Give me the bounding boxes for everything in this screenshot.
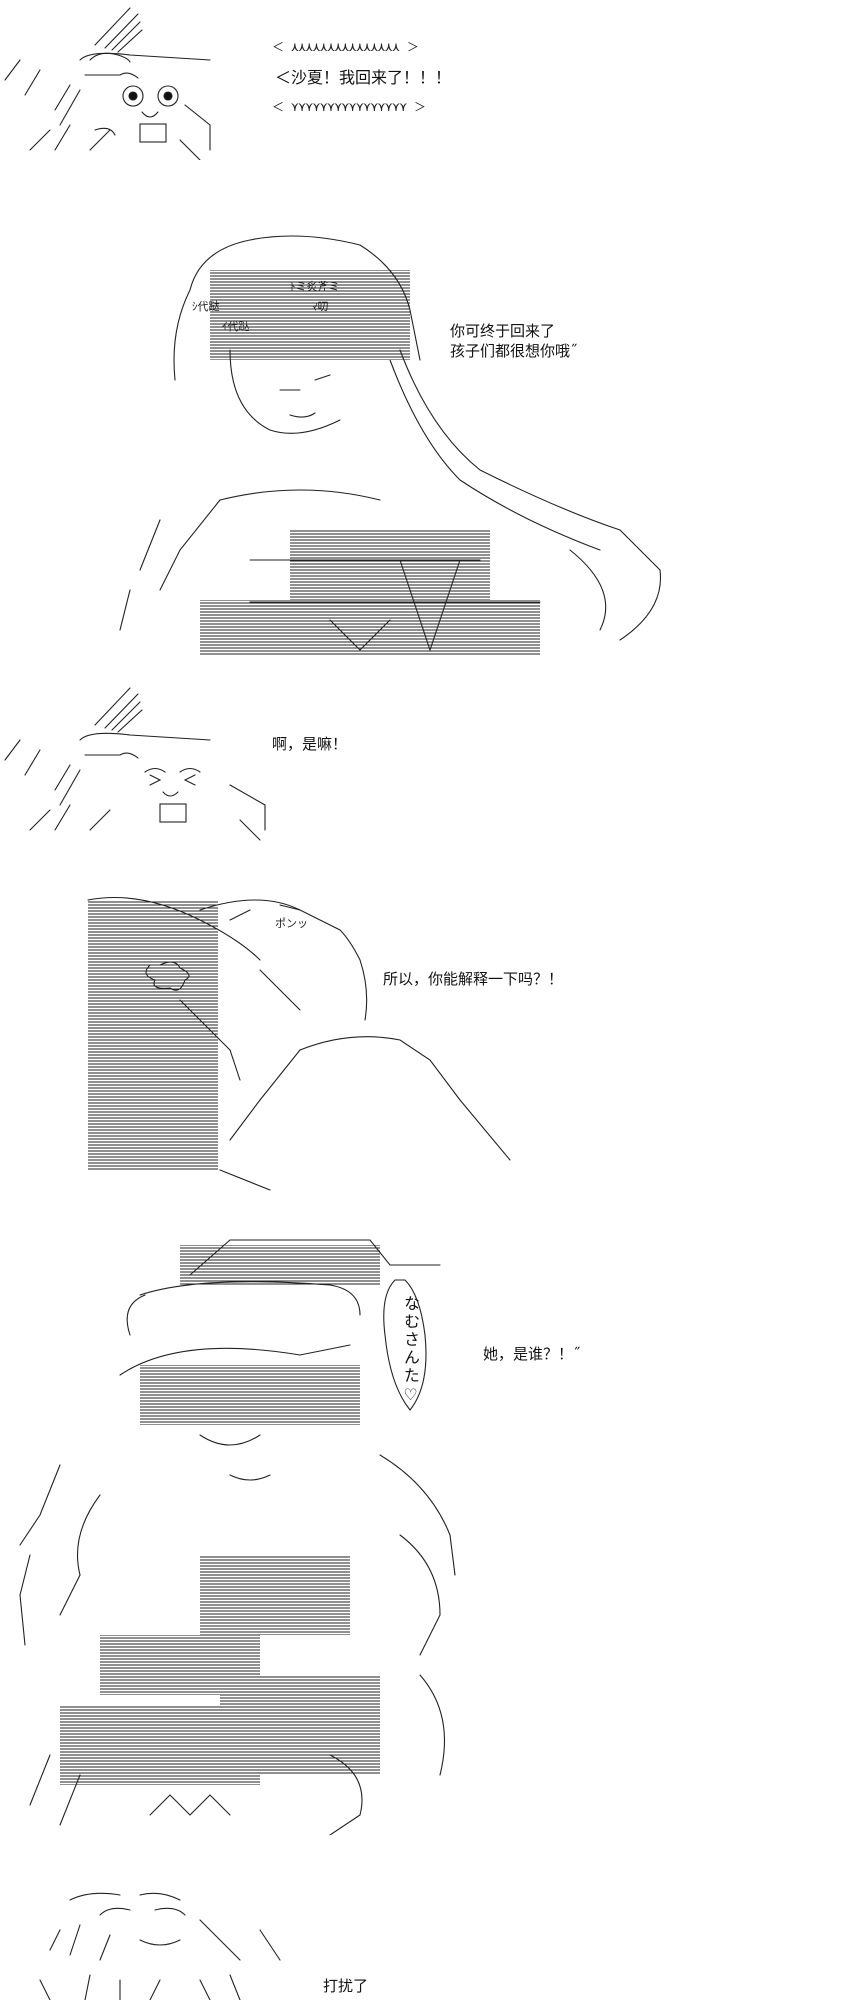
panel-6: 打扰了 — [0, 1880, 856, 2000]
dialogue-line-1: 你可终于回来了 — [450, 322, 556, 340]
panel-2: ﾄミ炙斧ミ ｼ代跶 ﾏ叨 ｲ代跶 你可终于回来了 孩子们都很想你哦˝ — [0, 230, 856, 660]
panel-3: 啊，是嘛！ — [0, 680, 856, 850]
dialogue-line: 所以，你能解释一下吗？！ — [383, 970, 564, 988]
speech-bubble-bottom: ＜ ⋎⋎⋎⋎⋎⋎⋎⋎⋎⋎⋎⋎⋎⋎⋎⋎ ＞ — [272, 100, 427, 114]
character-squinting-art — [4, 687, 266, 841]
art-text-fragment: ﾏ叨 — [312, 300, 329, 313]
waving-character-art — [4, 7, 211, 160]
art-text-fragment: ｲ代跶 — [222, 320, 250, 333]
santa-girl-art — [19, 1239, 456, 1835]
art-text-fragment: ｼ代跶 — [192, 300, 220, 313]
panel-5: なむさんた♡ 她，是谁？！˝ — [0, 1235, 856, 1835]
long-haired-woman-art — [119, 235, 662, 655]
art-text-fragment: ﾄミ炙斧ミ — [290, 280, 340, 293]
panel-1: ＜ ⋏⋏⋏⋏⋏⋏⋏⋏⋏⋏⋏⋏⋏⋏⋏ ＞ ＜沙夏！我回来了！！！ ＜ ⋎⋎⋎⋎⋎⋎… — [0, 0, 856, 160]
dialogue-line: 打扰了 — [323, 1977, 369, 1995]
dialogue-line-2: 孩子们都很想你哦˝ — [450, 342, 578, 360]
dialogue-line: 她，是谁？！˝ — [483, 1345, 581, 1363]
dialogue-line: 啊，是嘛！ — [272, 735, 348, 753]
panel-4: ポンッ 所以，你能解释一下吗？！ — [0, 880, 856, 1210]
hand-pat-art — [87, 896, 511, 1191]
vertical-dialogue: なむさんた♡ — [401, 1295, 420, 1406]
dialogue-line: ＜沙夏！我回来了！！！ — [275, 68, 452, 87]
peeking-character-art — [39, 1892, 281, 2000]
speech-bubble-top: ＜ ⋏⋏⋏⋏⋏⋏⋏⋏⋏⋏⋏⋏⋏⋏⋏ ＞ — [272, 40, 419, 54]
sound-effect: ポンッ — [275, 917, 308, 930]
